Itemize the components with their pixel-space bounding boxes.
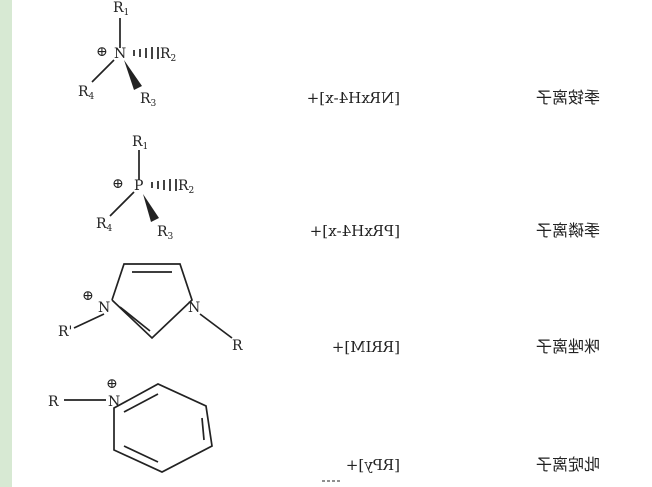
bond-r4: [109, 191, 135, 217]
ammonium-r3-label: R3: [140, 91, 157, 109]
phosphonium-charge: ⊕: [112, 176, 124, 192]
row-ammonium: R1 N ⊕ R2 R3 R4: [78, 0, 176, 109]
hashed-bond-r2: [151, 179, 177, 191]
ring-double-bond-1: [123, 393, 159, 413]
phosphonium-r2-label: R2: [178, 178, 194, 196]
phosphonium-r3-label: R3: [157, 224, 174, 242]
ring-double-bond-lower: [119, 306, 151, 332]
phosphonium-r4-label: R4: [96, 216, 113, 234]
imidazolium-n-plus: N: [98, 300, 110, 316]
label-phosphonium: 季磷离子: [536, 221, 600, 240]
ring-outline: [113, 383, 213, 473]
bond-right-substituent: [199, 313, 233, 339]
imidazolium-r: R: [232, 338, 243, 354]
label-imidazolium: 咪唑离子: [536, 337, 600, 356]
pyridinium-r: R: [48, 394, 59, 410]
ammonium-structure: [91, 18, 159, 90]
bond-left-substituent: [73, 313, 105, 329]
row-imidazolium: N ⊕ N R' R: [58, 263, 243, 354]
label-ammonium: 季铵离子: [536, 88, 600, 107]
ring-outline: [111, 263, 193, 340]
ring-double-bond-2: [201, 417, 205, 441]
formula-pyridinium: [RPy]+: [346, 456, 400, 474]
bond-r4: [91, 59, 115, 83]
ring-double-bond-3: [123, 445, 159, 463]
ammonium-r2-label: R2: [160, 46, 176, 64]
imidazolium-charge: ⊕: [82, 288, 94, 304]
row-pyridinium: N ⊕ R: [48, 376, 213, 473]
ammonium-charge: ⊕: [96, 44, 108, 60]
pyridinium-charge: ⊕: [106, 376, 118, 392]
left-accent-strip: [0, 0, 12, 487]
phosphonium-structure: [109, 150, 177, 222]
formula-ammonium: [NRxH4-x]+: [307, 89, 400, 107]
formula-phosphonium: [PRxH4-x]+: [310, 222, 400, 240]
hashed-bond-r2: [133, 47, 159, 59]
pyridinium-n: N: [108, 394, 120, 410]
phosphonium-r1-label: R1: [132, 134, 148, 152]
ammonium-r4-label: R4: [78, 84, 95, 102]
imidazolium-r-prime: R': [58, 324, 72, 340]
wedge-bond-r3: [124, 60, 142, 90]
imidazolium-ring: [73, 263, 233, 340]
formula-imidazolium: [RRIM]+: [332, 338, 400, 356]
imidazolium-n: N: [188, 300, 200, 316]
ammonium-center-atom: N: [114, 46, 126, 62]
label-pyridinium: 吡啶离子: [536, 455, 600, 474]
row-phosphonium: R1 P ⊕ R2 R3 R4: [96, 134, 194, 242]
pyridinium-ring: [64, 383, 213, 473]
ammonium-r1-label: R1: [113, 0, 129, 18]
mirrored-content: R1 N ⊕ R2 R3 R4: [48, 0, 600, 482]
wedge-bond-r3: [143, 194, 159, 222]
phosphonium-center-atom: P: [134, 178, 143, 194]
